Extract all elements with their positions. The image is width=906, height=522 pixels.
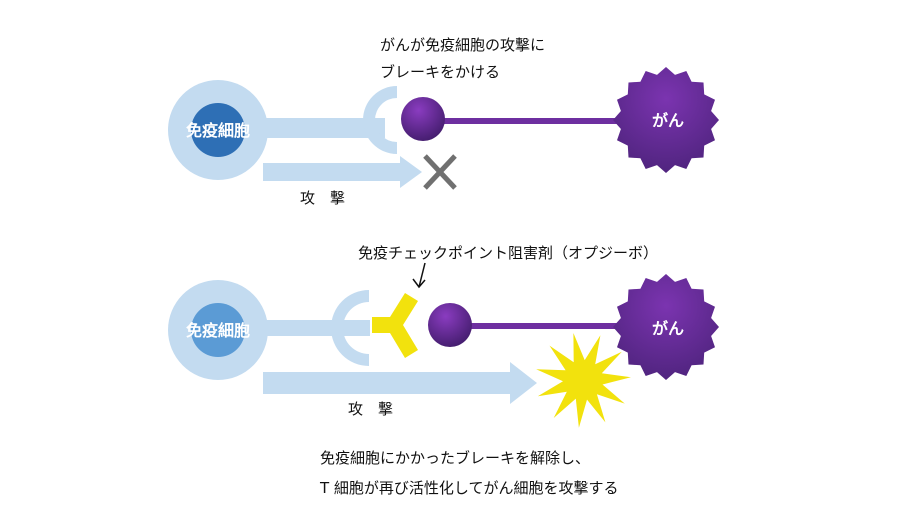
drug-antibody bbox=[372, 293, 418, 358]
pd1-receptor bbox=[363, 86, 397, 154]
immune-bar bbox=[255, 118, 385, 138]
attack-label: 攻 撃 bbox=[348, 400, 393, 418]
pdl1-stalk bbox=[450, 323, 630, 329]
result-line1: 免疫細胞にかかったブレーキを解除し、 bbox=[320, 449, 590, 467]
top-panel: がんが免疫細胞の攻撃に ブレーキをかける 免疫細胞 がん 攻 撃 bbox=[168, 36, 719, 207]
cancer-cell bbox=[613, 274, 719, 380]
bottom-panel: 免疫チェックポイント阻害剤（オプジーボ） 免疫細胞 がん 攻 撃 免疫細胞にかか… bbox=[168, 244, 719, 497]
attack-arrow bbox=[263, 156, 422, 188]
top-caption-line1: がんが免疫細胞の攻撃に bbox=[380, 36, 545, 54]
attack-arrow bbox=[263, 362, 537, 404]
pdl1-stalk bbox=[420, 118, 630, 124]
top-caption-line2: ブレーキをかける bbox=[380, 63, 500, 81]
immune-cell-inner bbox=[191, 303, 245, 357]
result-line2: T 細胞が再び活性化してがん細胞を攻撃する bbox=[319, 479, 618, 497]
attack-label: 攻 撃 bbox=[300, 189, 345, 207]
pdl1-ball bbox=[401, 97, 445, 141]
pdl1-ball bbox=[428, 303, 472, 347]
cancer-label: がん bbox=[652, 111, 684, 130]
immune-cell-label: 免疫細胞 bbox=[186, 321, 250, 340]
immune-bar bbox=[255, 320, 370, 336]
pd1-receptor bbox=[331, 290, 369, 366]
blocked-x-icon bbox=[423, 154, 457, 190]
pointer-arrow-icon bbox=[412, 262, 426, 289]
cancer-label: がん bbox=[652, 319, 684, 338]
cancer-cell bbox=[613, 67, 719, 173]
immune-cell-inner bbox=[191, 103, 245, 157]
attack-burst bbox=[536, 333, 631, 428]
immune-cell-label: 免疫細胞 bbox=[186, 121, 250, 140]
drug-label: 免疫チェックポイント阻害剤（オプジーボ） bbox=[358, 244, 658, 262]
